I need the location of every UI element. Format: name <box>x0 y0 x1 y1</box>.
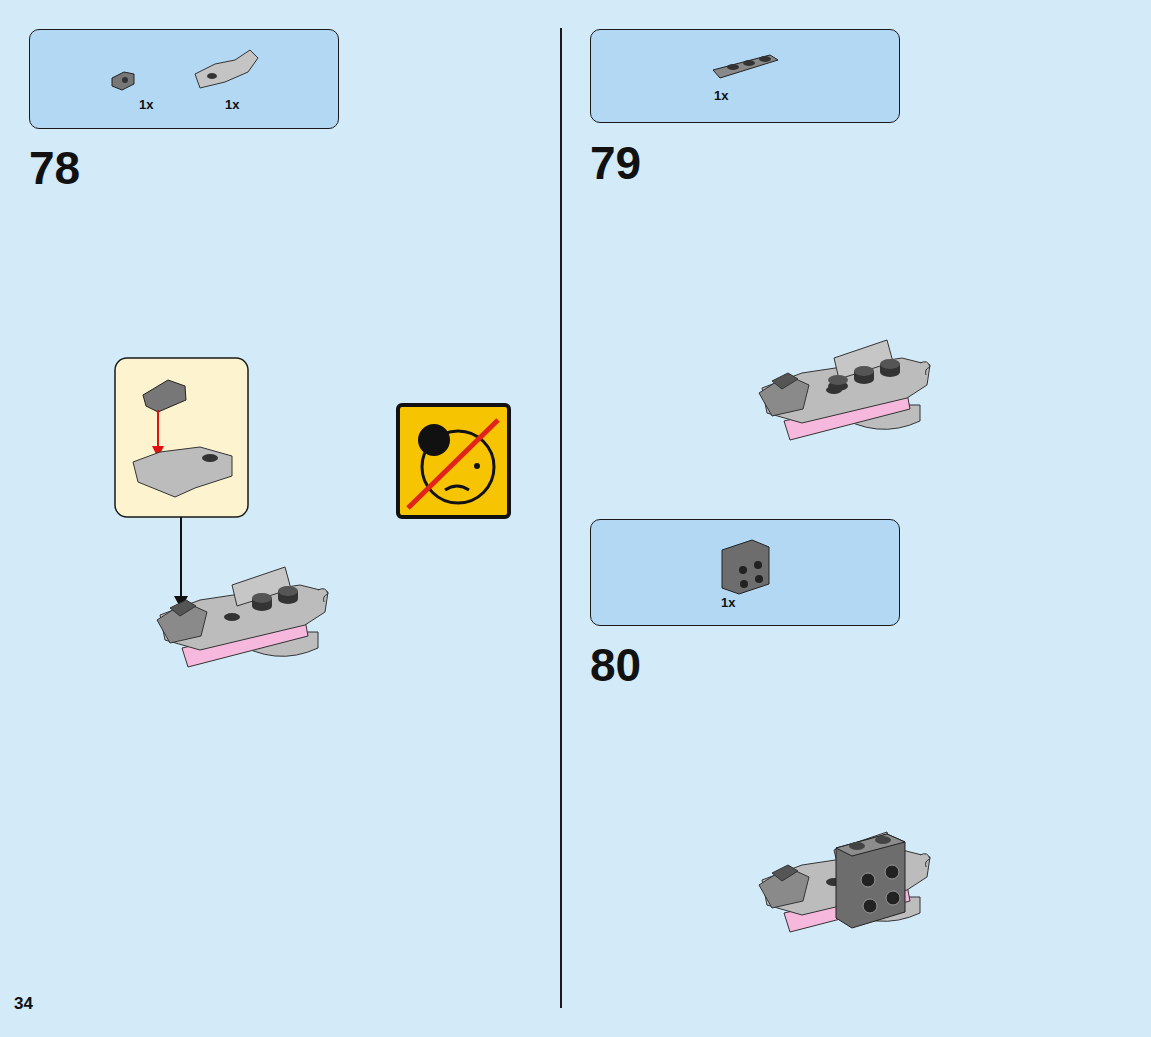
step-number: 79 <box>590 140 641 186</box>
part-quantity: 1x <box>714 88 728 103</box>
parts-box: 1x <box>590 519 900 626</box>
part-quantity: 1x <box>225 97 239 112</box>
page-number: 34 <box>14 995 33 1012</box>
parts-box: 1x <box>590 29 900 123</box>
parts-box: 1x 1x <box>29 29 339 129</box>
part-quantity: 1x <box>721 595 735 610</box>
step-number: 80 <box>590 642 641 688</box>
step-number: 78 <box>29 145 80 191</box>
part-quantity: 1x <box>139 97 153 112</box>
